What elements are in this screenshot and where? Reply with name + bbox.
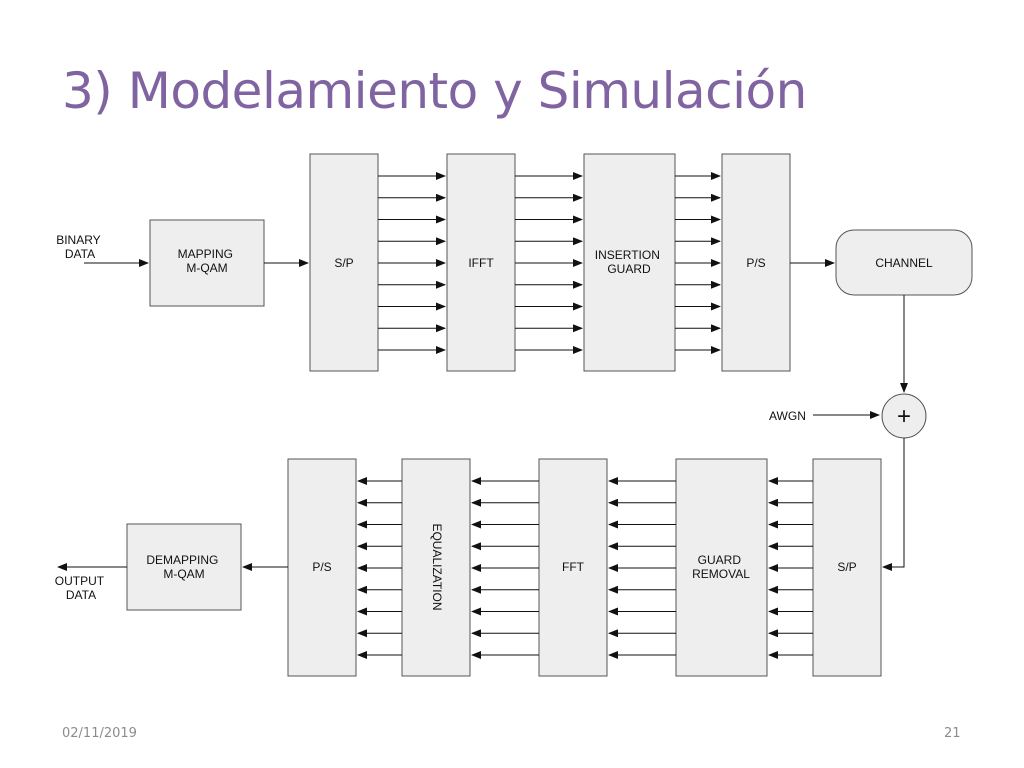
ifft-block: IFFT: [446, 153, 516, 372]
mapping-block: MAPPING M-QAM: [149, 219, 265, 307]
svg-text:INSERTION GUARD: INSERTION GUARD: [595, 248, 663, 276]
svg-text:MAPPING M-QAM: MAPPING M-QAM: [178, 247, 237, 275]
output-data-label: OUTPUT DATA: [55, 574, 107, 602]
fft-block: FFT: [538, 458, 608, 677]
svg-text:EQUALIZATION: EQUALIZATION: [430, 523, 444, 610]
equalization-block: EQUALIZATION: [401, 458, 471, 677]
svg-text:P/S: P/S: [312, 560, 331, 574]
svg-text:GUARD REMOVAL: GUARD REMOVAL: [692, 553, 750, 581]
ifft-to-guard-parallel-lines: [515, 172, 583, 354]
guard-removal-block: GUARD REMOVAL: [675, 458, 768, 677]
slide-page-number: 21: [944, 726, 961, 741]
adder-node: +: [881, 393, 927, 439]
svg-text:DEMAPPING M-QAM: DEMAPPING M-QAM: [146, 553, 221, 581]
slide-title: 3) Modelamiento y Simulación: [62, 62, 807, 120]
sp-to-guard-removal-parallel-lines: [768, 477, 813, 659]
svg-text:IFFT: IFFT: [468, 256, 494, 270]
adder-to-rx-sp-arrow: [882, 438, 905, 571]
equalization-to-ps-parallel-lines: [357, 477, 402, 659]
svg-text:P/S: P/S: [746, 256, 765, 270]
slide-date: 02/11/2019: [62, 726, 137, 741]
awgn-label: AWGN: [769, 409, 806, 423]
svg-text:FFT: FFT: [562, 560, 585, 574]
demapping-block: DEMAPPING M-QAM: [126, 523, 242, 611]
svg-text:+: +: [897, 403, 911, 430]
binary-data-label: BINARY DATA: [56, 233, 104, 261]
sp-to-ifft-parallel-lines: [378, 172, 446, 354]
rx-sp-block: S/P: [812, 458, 882, 677]
fft-to-equalization-parallel-lines: [471, 477, 539, 659]
insertion-guard-block: INSERTION GUARD: [583, 153, 676, 372]
guard-removal-to-fft-parallel-lines: [608, 477, 676, 659]
tx-ps-block: P/S: [721, 153, 791, 372]
svg-text:S/P: S/P: [837, 560, 856, 574]
channel-block: CHANNEL: [835, 229, 973, 296]
rx-ps-block: P/S: [287, 458, 357, 677]
svg-text:S/P: S/P: [334, 256, 353, 270]
tx-sp-block: S/P: [309, 153, 379, 372]
svg-text:CHANNEL: CHANNEL: [875, 256, 933, 270]
guard-to-ps-parallel-lines: [675, 172, 721, 354]
